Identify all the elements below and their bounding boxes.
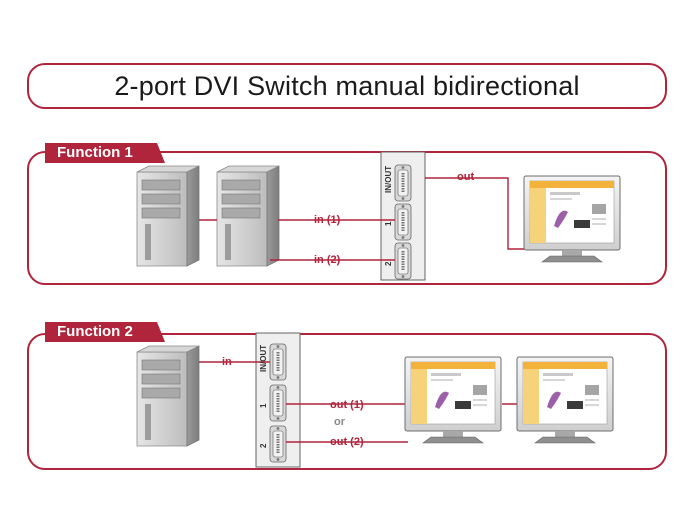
dvi-port-2-1	[393, 241, 413, 281]
label-in2: in (2)	[314, 254, 341, 266]
title-box: 2-port DVI Switch manual bidirectional	[27, 63, 667, 109]
label-out: out	[457, 171, 475, 183]
port-label-2-2: 2	[259, 443, 268, 448]
diagram-title: 2-port DVI Switch manual bidirectional	[114, 70, 580, 101]
dvi-port-inout-2	[268, 342, 288, 382]
port-label-inout-2: IN/OUT	[259, 344, 268, 372]
pc-tower-2	[216, 165, 280, 267]
port-label-1-2: 1	[259, 403, 268, 408]
function2-panel	[27, 333, 667, 470]
port-label-inout-1: IN/OUT	[384, 165, 393, 193]
monitor-3	[516, 356, 614, 444]
dvi-port-1-1	[393, 202, 413, 242]
function1-tag-label: Function 1	[57, 144, 133, 161]
function2-tag: Function 2	[45, 322, 165, 342]
label-in: in	[222, 356, 232, 368]
dvi-port-2-2	[268, 424, 288, 464]
function1-panel	[27, 151, 667, 285]
function1-tag: Function 1	[45, 143, 165, 163]
dvi-port-inout-1	[393, 163, 413, 203]
label-out1: out (1)	[330, 399, 364, 411]
cable-out-1	[425, 177, 530, 250]
function2-tag-label: Function 2	[57, 323, 133, 340]
monitor-2	[404, 356, 502, 444]
port-label-1-1: 1	[384, 221, 393, 226]
pc-tower-3	[136, 345, 200, 447]
port-label-2-1: 2	[384, 261, 393, 266]
label-or: or	[334, 416, 345, 428]
pc-tower-1	[136, 165, 200, 267]
dvi-port-1-2	[268, 383, 288, 423]
label-in1: in (1)	[314, 214, 341, 226]
label-out2: out (2)	[330, 436, 364, 448]
monitor-1	[523, 175, 621, 263]
